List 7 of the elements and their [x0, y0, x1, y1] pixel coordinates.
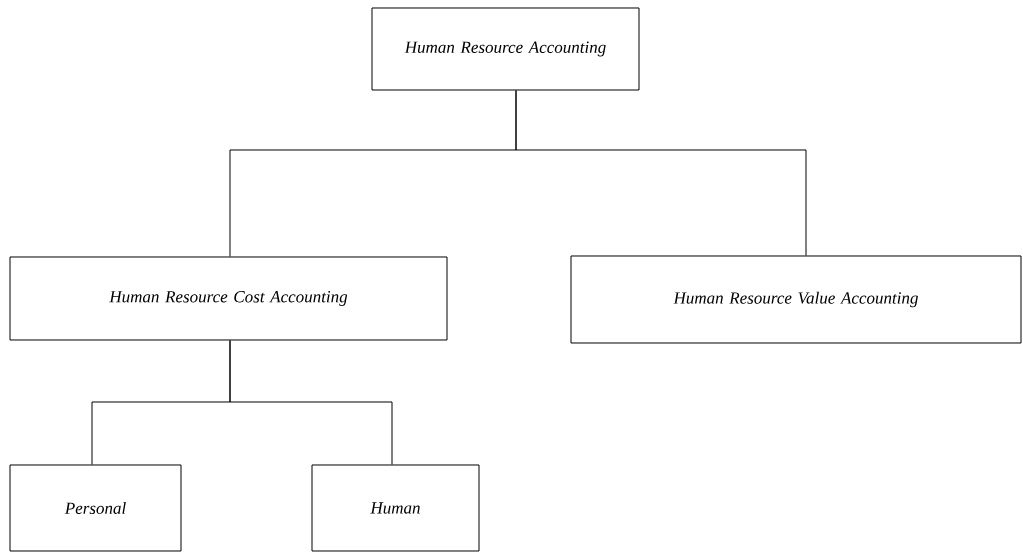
box: Human Resource Cost Accounting [9, 256, 448, 341]
box: Human [311, 464, 480, 552]
box: Personal [9, 464, 182, 552]
connector-line [515, 90, 807, 256]
box: Human Resource Value Accounting [570, 255, 1022, 344]
box: Human Resource Accounting [371, 7, 640, 91]
connector-line [229, 340, 393, 465]
